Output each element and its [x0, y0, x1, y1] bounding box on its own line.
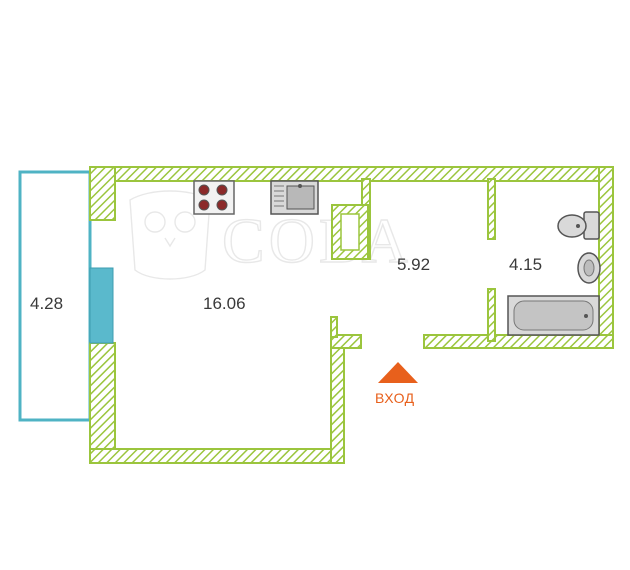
window [89, 267, 114, 344]
ventilation-shaft-inner [340, 213, 360, 251]
walls [89, 166, 614, 464]
watermark-text: СОВА [222, 205, 412, 276]
stove-icon [193, 180, 235, 215]
hall-area: 5.92 [397, 255, 430, 274]
entrance-label: ВХОД [375, 390, 415, 406]
bathtub-icon [507, 295, 600, 336]
entrance-arrow-icon [378, 362, 418, 383]
toilet-icon [557, 211, 600, 240]
owl-logo-icon [129, 190, 211, 280]
sink-icon [270, 180, 319, 215]
washbasin-icon [577, 252, 601, 284]
balcony-area: 4.28 [30, 294, 63, 313]
watermark: СОВА [129, 190, 412, 280]
bathroom-area: 4.15 [509, 255, 542, 274]
living-room-area: 16.06 [203, 294, 246, 313]
